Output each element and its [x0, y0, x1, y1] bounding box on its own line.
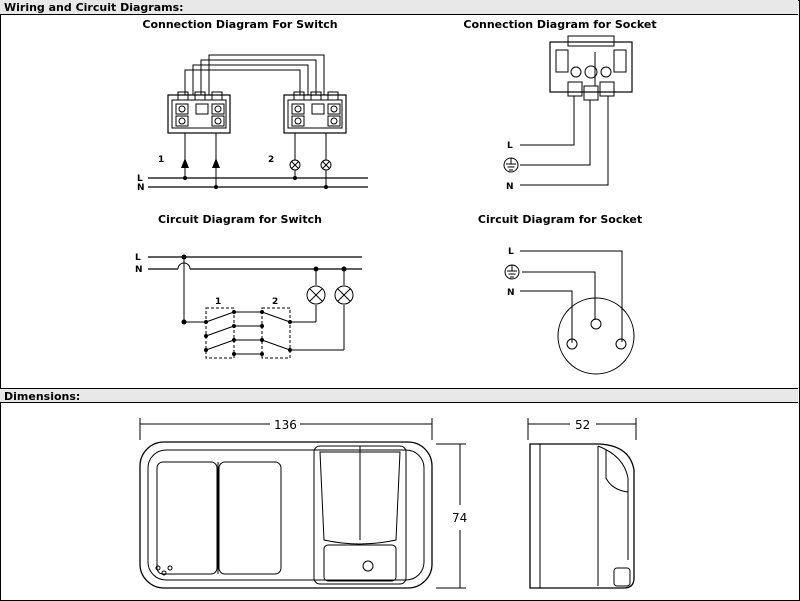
circ-switch-title: Circuit Diagram for Switch	[158, 213, 322, 226]
circ-switch-1-label: 1	[215, 297, 221, 307]
conn-switch-L-label: L	[137, 174, 143, 184]
dim-height-label: 74	[452, 511, 467, 525]
conn-socket-L-label: L	[507, 141, 513, 151]
circ-socket-L-label: L	[508, 247, 514, 257]
conn-socket-diagram	[503, 35, 633, 186]
circ-socket-diagram	[504, 250, 635, 375]
conn-switch-2-label: 2	[268, 155, 274, 165]
circ-switch-nodes	[181, 254, 347, 356]
conn-socket-N-label: N	[506, 182, 514, 192]
circ-switch-diagram	[148, 256, 362, 359]
circ-socket-N-label: N	[507, 288, 515, 298]
conn-switch-title: Connection Diagram For Switch	[142, 18, 338, 31]
conn-switch-diagram	[148, 54, 368, 188]
circ-switch-2-label: 2	[272, 297, 278, 307]
dimensions-section-header: Dimensions:	[0, 388, 798, 403]
conn-switch-arrows	[181, 158, 328, 189]
dim-width-label: 136	[274, 418, 297, 432]
conn-switch-N-label: N	[137, 183, 145, 193]
conn-socket-title: Connection Diagram for Socket	[463, 18, 657, 31]
front-view-drawing	[139, 418, 466, 589]
circ-switch-L-label: L	[135, 253, 141, 263]
conn-switch-1-label: 1	[158, 155, 164, 165]
dim-depth-label: 52	[575, 418, 590, 432]
wiring-section-header: Wiring and Circuit Diagrams:	[0, 0, 798, 15]
side-view-drawing	[527, 418, 637, 589]
circ-socket-title: Circuit Diagram for Socket	[477, 213, 643, 226]
circ-switch-N-label: N	[135, 265, 143, 275]
